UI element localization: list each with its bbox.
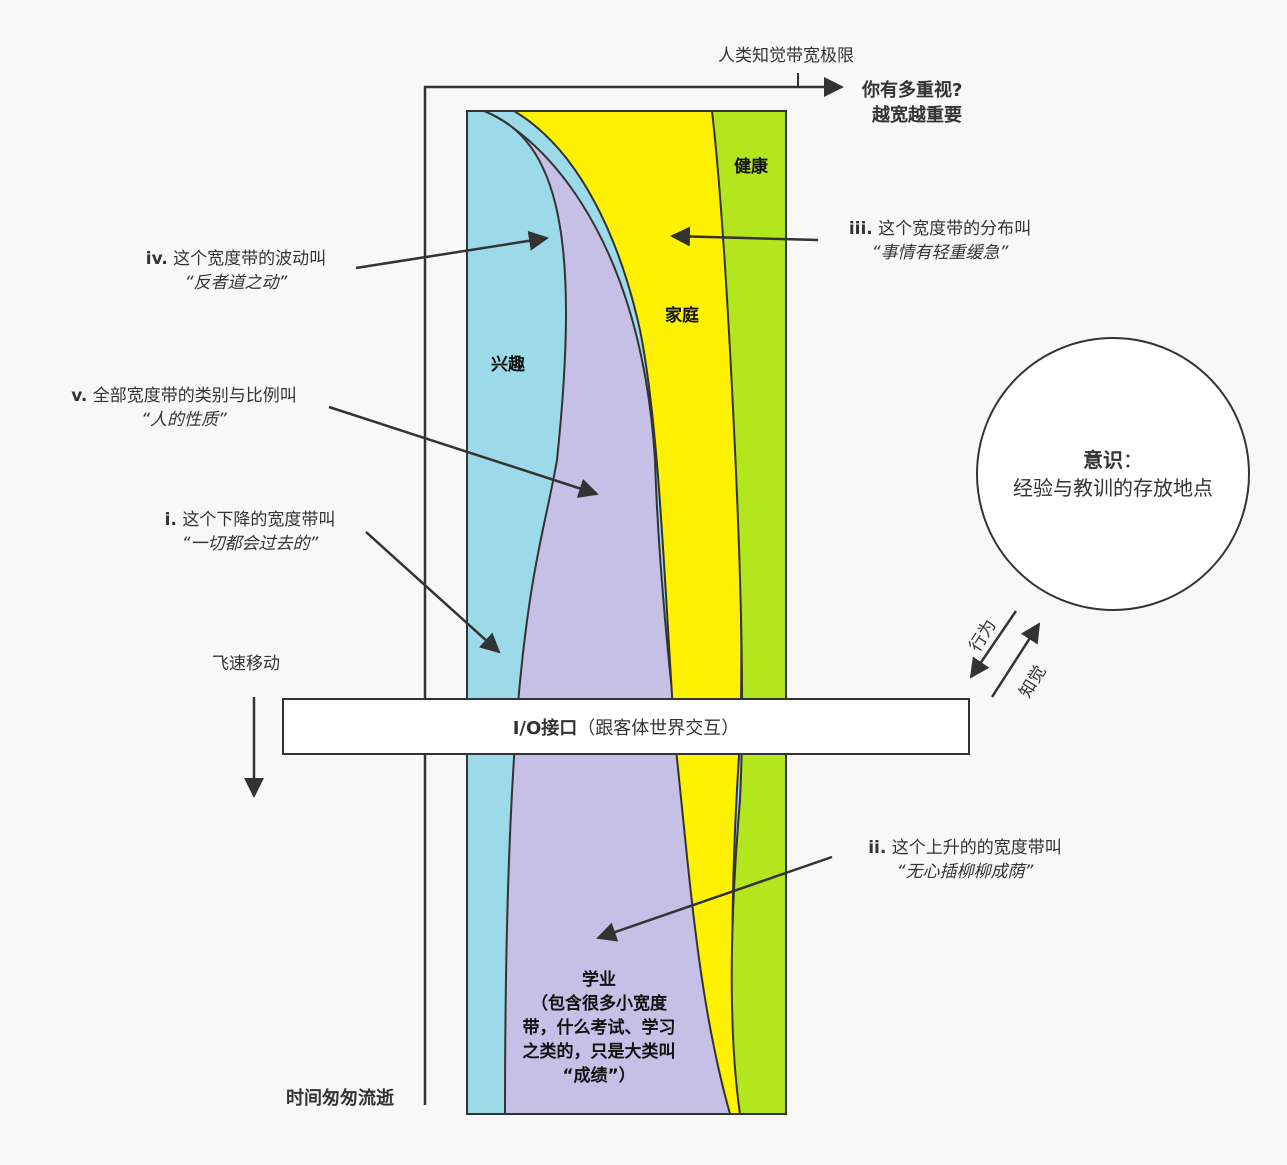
annotation-ii: ii. 这个上升的的宽度带叫 “无心插柳柳成荫” bbox=[868, 838, 1062, 882]
arrow-i bbox=[365, 531, 501, 654]
importance-title: 你有多重视? bbox=[862, 80, 963, 101]
family-label: 家庭 bbox=[665, 306, 699, 326]
bands-group bbox=[466, 110, 787, 1115]
consciousness-title: 意识 bbox=[1083, 448, 1123, 472]
health-label: 健康 bbox=[734, 157, 768, 177]
arrow-ii bbox=[596, 855, 833, 942]
io-interface-box: I/O接口（跟客体世界交互） bbox=[282, 698, 970, 755]
io-subtitle: （跟客体世界交互） bbox=[577, 717, 740, 739]
consciousness-desc: 经验与教训的存放地点 bbox=[1013, 476, 1213, 500]
consciousness-circle: 意识： 经验与教训的存放地点 bbox=[976, 337, 1250, 611]
arrow-v bbox=[328, 405, 599, 498]
annotation-iv: iv. 这个宽度带的波动叫 “反者道之动” bbox=[145, 249, 327, 293]
arrow-iv bbox=[355, 230, 549, 270]
io-title: I/O接口 bbox=[512, 717, 578, 739]
annotation-i: i. 这个下降的宽度带叫 “一切都会过去的” bbox=[164, 510, 336, 554]
behavior-arrow bbox=[969, 610, 1018, 679]
arrow-iii bbox=[670, 226, 819, 247]
annotation-v: v. 全部宽度带的类别与比例叫 “人的性质” bbox=[71, 386, 297, 430]
bands-frame bbox=[466, 110, 787, 1115]
health-band bbox=[710, 110, 787, 1115]
bandwidth-limit-label: 人类知觉带宽极限 bbox=[718, 46, 854, 66]
perception-arrow bbox=[990, 622, 1041, 698]
bandwidth-limit-line bbox=[423, 77, 844, 1105]
interest-label: 兴趣 bbox=[491, 355, 525, 375]
annotation-iii: iii. 这个宽度带的分布叫 “事情有轻重缓急” bbox=[848, 219, 1032, 263]
importance-subtitle: 越宽越重要 bbox=[872, 105, 962, 126]
fast-moving-label: 飞速移动 bbox=[212, 654, 280, 674]
study-label: 学业 （包含很多小宽度 带，什么考试、学习 之类的，只是大类叫 “成绩”） bbox=[522, 970, 676, 1086]
time-flowing-label: 时间匆匆流逝 bbox=[286, 1088, 394, 1109]
